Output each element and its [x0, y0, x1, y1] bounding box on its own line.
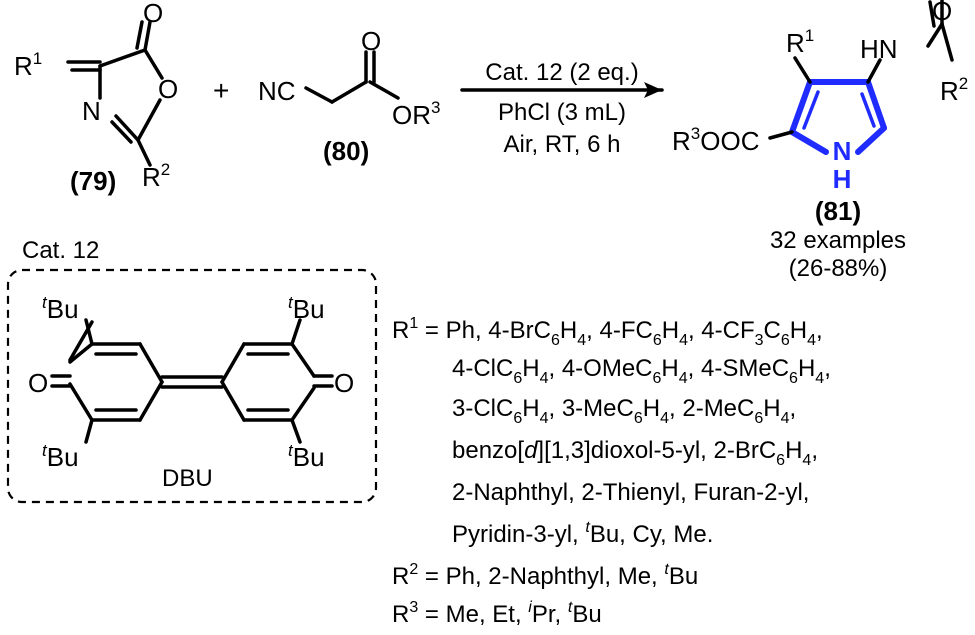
left-tbu-top-bond	[84, 318, 94, 346]
pyrrole-double-inner-2	[860, 92, 876, 128]
r1-definition-line3: 3-ClC6H4, 3-MeC6H4, 2-MeC6H4,	[452, 395, 796, 427]
reactant-79: R1 O O N R2 (79)	[14, 0, 178, 196]
left-ring-bond-5	[138, 342, 164, 384]
right-ring-bond-6	[220, 380, 246, 422]
right-o-label: O	[334, 368, 354, 398]
pyrrole-bond-c5-n	[855, 125, 887, 155]
r1-definition-line4: benzo[d][1,3]dioxol-5-yl, 2-BrC6H4,	[452, 437, 818, 469]
r1-definition-line5: 2-Naphthyl, 2-Thienyl, Furan-2-yl,	[452, 479, 809, 506]
right-ring-bond-3	[290, 342, 316, 378]
compound-79-label: (79)	[70, 166, 116, 196]
compound-81-label: (81)	[815, 196, 861, 226]
carbonyl-bond-2	[135, 20, 144, 50]
pyrrole-bond-c4-c5	[865, 79, 887, 131]
pyrrole-bond-c3-c2	[789, 79, 813, 135]
bond-c3-r1	[793, 56, 812, 84]
catalyst-title: Cat. 12	[22, 237, 99, 264]
or3-label: OR3	[392, 98, 440, 130]
catalyst-12: Cat. 12 tBu tBu tBu tBu	[6, 237, 378, 504]
carbonyl-o-label: O	[143, 0, 163, 28]
r1-label: R1	[786, 26, 814, 58]
ester-label: R3OOC	[672, 124, 759, 156]
r1-definition-line2: 4-ClC6H4, 4-OMeC6H4, 4-SMeC6H4,	[452, 355, 831, 387]
left-ring-bond-2	[68, 382, 94, 422]
r2-label: R2	[940, 74, 968, 106]
ring-o-label: O	[158, 74, 178, 104]
condition-catalyst: Cat. 12 (2 eq.)	[485, 59, 638, 86]
tbu-top-left: tBu	[42, 293, 79, 324]
product-81: R1 HN O R2 R3OOC N H (81) 32 examples (2…	[672, 0, 968, 282]
left-ring-bond-4	[138, 380, 164, 422]
ring-bond-c2-n	[114, 114, 140, 142]
arrow-head	[644, 82, 662, 98]
right-ring-bond-1	[220, 342, 246, 384]
pyrrole-bond-c2-n	[789, 129, 829, 155]
dbu-label: DBU	[162, 465, 213, 492]
amide-o-label: O	[932, 0, 952, 26]
pyrrole-n-label: N	[833, 136, 852, 166]
plus-sign: +	[213, 75, 229, 106]
nc-label: NC	[258, 76, 296, 106]
bond-ch2-c	[330, 80, 368, 104]
right-tbu-top-bond	[290, 318, 302, 346]
ring-bond-c4-c5	[98, 48, 147, 68]
amide-carbonyl-2	[928, 0, 936, 28]
r1-definition-line1: R1 = Ph, 4-BrC6H4, 4-FC6H4, 4-CF3C6H4,	[392, 315, 823, 349]
bond-c4-nh	[866, 58, 882, 84]
right-tbu-bottom-bond	[290, 418, 302, 444]
r1-label: R1	[14, 49, 42, 81]
right-ring-bond-4	[290, 386, 316, 422]
compound-80-label: (80)	[323, 136, 369, 166]
left-ring-bond-7	[68, 342, 94, 364]
tbu-top-right: tBu	[288, 293, 325, 324]
condition-solvent: PhCl (3 mL)	[498, 99, 626, 126]
reaction-arrow-group: Cat. 12 (2 eq.) PhCl (3 mL) Air, RT, 6 h	[460, 59, 664, 158]
tbu-bottom-right: tBu	[288, 441, 325, 472]
left-tbu-bottom-bond	[84, 418, 94, 444]
r1-definition-line6: Pyridin-3-yl, tBu, Cy, Me.	[452, 519, 713, 548]
hn-label: HN	[860, 34, 898, 64]
bond-c-r2	[940, 22, 954, 62]
substituent-list: R1 = Ph, 4-BrC6H4, 4-FC6H4, 4-CF3C6H4, 4…	[392, 315, 831, 628]
carbonyl-o-label: O	[361, 26, 381, 56]
examples-count: 32 examples	[770, 227, 906, 254]
left-o-label: O	[28, 368, 48, 398]
ring-bond-o-c2	[136, 98, 162, 142]
bond-amide-c	[926, 22, 944, 48]
condition-atmosphere: Air, RT, 6 h	[504, 131, 621, 158]
catalyst-dashed-box	[6, 268, 378, 504]
bond-nc-ch2	[304, 86, 334, 104]
yield-range: (26-88%)	[789, 255, 888, 282]
bond-c2-ester	[768, 130, 794, 140]
bond-c-or	[368, 80, 400, 100]
r3-definition: R3 = Me, Et, iPr, tBu	[392, 599, 602, 628]
tbu-bottom-left: tBu	[42, 441, 79, 472]
ring-n-label: N	[82, 96, 101, 126]
r2-definition: R2 = Ph, 2-Naphthyl, Me, tBu	[392, 561, 698, 590]
pyrrole-h-label: H	[833, 164, 852, 194]
bond-c2-r2	[136, 138, 152, 167]
ring-bond-c2-n-double	[110, 120, 133, 144]
ring-bond-c5-o	[143, 48, 164, 80]
carbonyl-bond-1	[143, 20, 152, 52]
r2-label: R2	[142, 160, 170, 192]
reactant-80: NC O OR3 (80)	[258, 26, 440, 166]
pyrrole-double-inner-1	[802, 90, 820, 130]
